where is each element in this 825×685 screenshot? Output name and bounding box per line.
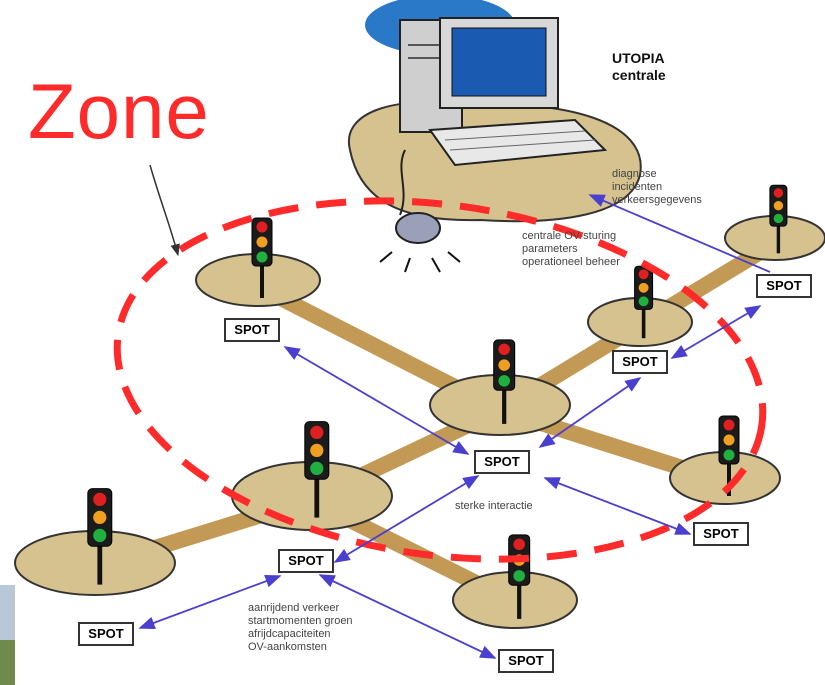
signal-lamp xyxy=(513,538,525,551)
arrow-spot-s xyxy=(318,574,497,659)
intersection-island xyxy=(429,339,571,436)
traffic-light-pole xyxy=(502,386,507,424)
intersection-island xyxy=(14,488,176,596)
arrow-spot-far-sw xyxy=(138,575,282,629)
photo-fragment xyxy=(0,585,15,685)
note-interaction: sterke interactie xyxy=(455,500,533,512)
signal-lamp xyxy=(723,419,735,431)
traffic-light-pole xyxy=(314,474,320,518)
intersection-island xyxy=(231,421,393,531)
traffic-light-pole xyxy=(727,460,731,496)
signal-lamp xyxy=(498,375,510,387)
note-line: startmomenten groen xyxy=(248,615,353,627)
mouse-icon xyxy=(395,212,441,244)
signal-lamp xyxy=(310,461,324,475)
traffic-light-pole xyxy=(776,222,781,254)
spot-box-northwest: SPOT xyxy=(224,318,280,342)
mouse-click-rays xyxy=(379,251,461,273)
note-line: parameters xyxy=(522,243,578,255)
intersections xyxy=(14,184,825,629)
zone-label: Zone xyxy=(28,67,210,155)
note-line: aanrijdend verkeer xyxy=(248,602,340,614)
spot-box-south: SPOT xyxy=(498,649,554,673)
traffic-light-pole xyxy=(517,581,522,619)
arrow-center-spot-ne xyxy=(538,377,642,448)
signal-lamp xyxy=(638,282,649,293)
intersection-island xyxy=(195,217,321,307)
note-line: OV-aankomsten xyxy=(248,641,327,653)
note-line: incidenten xyxy=(612,181,663,193)
spot-box-southeast: SPOT xyxy=(693,522,749,546)
arrow-spot-ne-spot-east xyxy=(670,305,762,359)
signal-lamp xyxy=(513,570,525,582)
spot-box-northeast: SPOT xyxy=(612,350,668,374)
signal-lamp xyxy=(638,296,649,307)
intersection-island xyxy=(669,415,781,505)
signal-lamp xyxy=(256,221,268,233)
signal-lamp xyxy=(310,425,324,439)
traffic-light-pole xyxy=(97,541,103,585)
signal-lamp xyxy=(723,434,735,446)
intersection-island xyxy=(452,534,578,629)
central-title-line2: centrale xyxy=(612,67,666,83)
arrow-center-spot-se xyxy=(543,477,692,535)
intersection-island xyxy=(724,184,825,261)
note-line: operationeel beheer xyxy=(522,256,620,268)
note-central-down: centrale OV-sturing parameters operation… xyxy=(522,230,620,269)
arrow-central-spot-east xyxy=(588,194,771,273)
signal-lamp xyxy=(723,449,735,461)
signal-lamp xyxy=(93,528,107,543)
zone-pointer-arrow xyxy=(149,164,180,257)
signal-lamp xyxy=(256,251,268,263)
communication-arrows xyxy=(138,194,771,659)
signal-lamp xyxy=(498,343,510,356)
spot-box-southwest: SPOT xyxy=(278,549,334,573)
spot-box-far-southwest: SPOT xyxy=(78,622,134,646)
spot-box-east: SPOT xyxy=(756,274,812,298)
intersection-island xyxy=(587,265,693,347)
note-line: diagnose xyxy=(612,168,657,180)
note-central-up: diagnose incidenten verkeersgegevens xyxy=(612,168,702,207)
signal-lamp xyxy=(93,492,107,506)
signal-lamp xyxy=(256,236,268,248)
signal-lamp xyxy=(638,269,649,280)
arrow-spot-sw-center xyxy=(333,475,480,563)
signal-lamp xyxy=(773,188,784,198)
central-title: UTOPIA centrale xyxy=(612,50,666,84)
signal-lamp xyxy=(498,359,510,371)
signal-lamp xyxy=(773,213,784,224)
central-computer xyxy=(347,0,642,273)
signal-lamp xyxy=(93,510,107,524)
note-line: afrijdcapaciteiten xyxy=(248,628,331,640)
signal-lamp xyxy=(773,201,784,211)
central-title-line1: UTOPIA xyxy=(612,50,665,66)
keyboard-icon xyxy=(428,118,608,167)
spot-box-center: SPOT xyxy=(474,450,530,474)
traffic-light-pole xyxy=(260,262,264,298)
signal-lamp xyxy=(310,443,324,457)
note-line: centrale OV-sturing xyxy=(522,230,617,242)
note-local: aanrijdend verkeer startmomenten groen a… xyxy=(248,602,353,654)
note-line: verkeersgegevens xyxy=(612,194,702,206)
traffic-light-pole xyxy=(641,305,646,339)
arrow-spot-nw-center xyxy=(283,346,470,455)
